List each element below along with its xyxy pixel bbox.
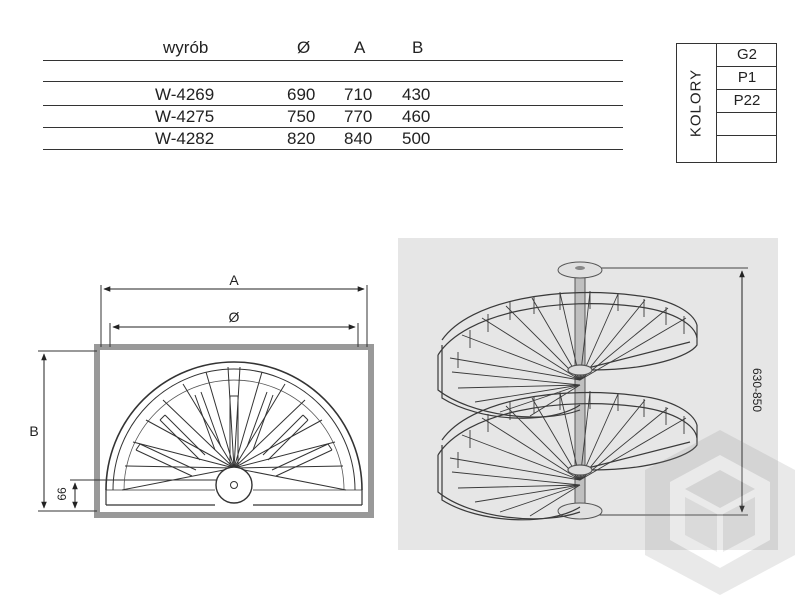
header-product: wyrób xyxy=(163,38,209,57)
cell-b: 500 xyxy=(402,129,431,148)
cell-b: 460 xyxy=(402,107,431,126)
cell-a: 840 xyxy=(344,129,373,148)
cell-b: 430 xyxy=(402,85,431,104)
table-row: W-4269 690 710 430 xyxy=(43,85,623,107)
center-hub xyxy=(215,466,253,504)
color-cell: P22 xyxy=(717,90,777,113)
table-divider xyxy=(43,81,623,82)
lower-basket xyxy=(437,391,698,521)
basket-wires xyxy=(121,366,347,491)
cell-product: W-4275 xyxy=(155,107,215,126)
dimension-height-label: 630-850 xyxy=(750,368,764,412)
color-cell xyxy=(717,113,777,136)
dimension-66-label: 66 xyxy=(55,487,69,501)
cell-a: 710 xyxy=(344,85,373,104)
header-diameter: Ø xyxy=(297,38,311,57)
color-cell: P1 xyxy=(717,67,777,90)
watermark-logo xyxy=(645,430,795,595)
table-divider xyxy=(43,127,623,128)
table-divider xyxy=(43,60,623,61)
color-cell: G2 xyxy=(717,44,777,67)
table-divider xyxy=(43,149,623,150)
colors-label-column: KOLORY xyxy=(677,44,717,162)
cell-product: W-4282 xyxy=(155,129,215,148)
header-b: B xyxy=(412,38,424,57)
upper-basket xyxy=(437,291,698,419)
product-photo-background xyxy=(398,238,778,550)
dimension-a-label: A xyxy=(229,272,239,288)
colors-box: KOLORY G2 P1 P22 xyxy=(676,43,777,163)
cell-diameter: 820 xyxy=(287,129,316,148)
cell-diameter: 750 xyxy=(287,107,316,126)
basket-3d-illustration: 630-850 xyxy=(437,261,764,521)
header-a: A xyxy=(354,38,366,57)
basket-rim xyxy=(105,361,363,491)
dimension-b-label: B xyxy=(29,423,38,439)
plan-view-drawing: A Ø B 66 xyxy=(29,272,374,518)
cell-diameter: 690 xyxy=(287,85,316,104)
cell-a: 770 xyxy=(344,107,373,126)
table-row: W-4282 820 840 500 xyxy=(43,129,623,151)
cabinet-frame xyxy=(94,344,374,518)
table-row: W-4275 750 770 460 xyxy=(43,107,623,129)
table-divider xyxy=(43,105,623,106)
dimension-diameter-label: Ø xyxy=(229,309,240,325)
cell-product: W-4269 xyxy=(155,85,215,104)
table-header-row: wyrób Ø A B xyxy=(43,38,623,60)
